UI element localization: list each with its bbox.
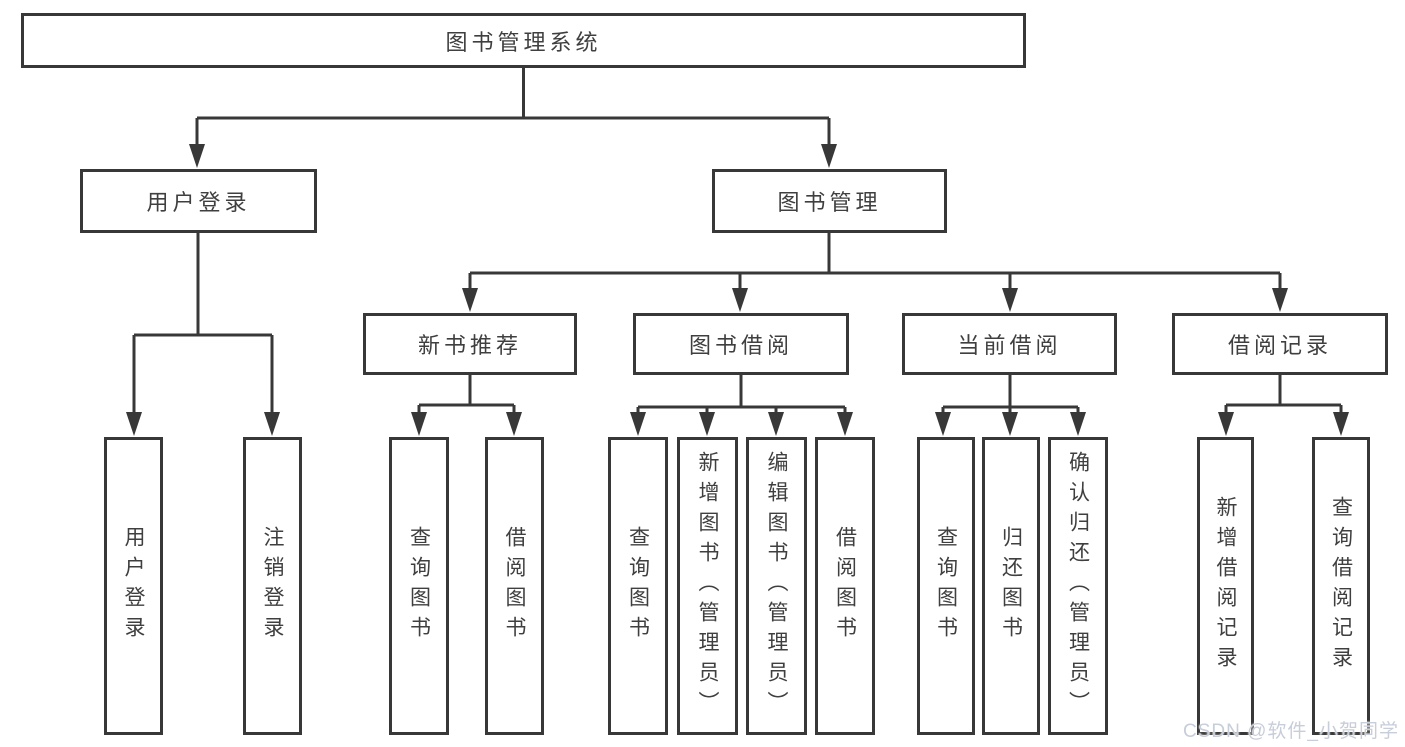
leaf-borrow-books-recommend: 借阅图书: [485, 437, 544, 735]
leaf-confirm-return-admin: 确认归还（管理员）: [1048, 437, 1108, 735]
leaf-logout: 注销登录: [243, 437, 302, 735]
leaf-add-book-admin-label: 新增图书（管理员）: [696, 451, 720, 721]
leaf-query-books-recommend: 查询图书: [389, 437, 449, 735]
leaf-add-borrow-record: 新增借阅记录: [1197, 437, 1254, 735]
leaf-borrow-books: 借阅图书: [815, 437, 875, 735]
leaf-edit-book-admin-label: 编辑图书（管理员）: [765, 451, 789, 721]
leaf-logout-label: 注销登录: [261, 526, 285, 646]
leaf-borrow-books-recommend-label: 借阅图书: [503, 526, 527, 646]
leaf-user-login-label: 用户登录: [122, 526, 146, 646]
leaf-query-books-borrow-label: 查询图书: [626, 526, 650, 646]
leaf-add-book-admin: 新增图书（管理员）: [677, 437, 738, 735]
node-book-management: 图书管理: [712, 169, 947, 233]
node-root-system-label: 图书管理系统: [445, 29, 602, 55]
node-borrow-records: 借阅记录: [1172, 313, 1388, 375]
leaf-query-books-borrow: 查询图书: [608, 437, 668, 735]
node-user-login: 用户登录: [80, 169, 317, 233]
csdn-watermark: CSDN @软件_小贺同学: [1183, 721, 1399, 742]
leaf-query-books-current-label: 查询图书: [934, 526, 958, 646]
node-new-book-recommend-label: 新书推荐: [417, 333, 522, 358]
leaf-query-borrow-record: 查询借阅记录: [1312, 437, 1370, 735]
leaf-confirm-return-admin-label: 确认归还（管理员）: [1066, 451, 1090, 721]
leaf-return-books-label: 归还图书: [999, 526, 1023, 646]
node-new-book-recommend: 新书推荐: [363, 313, 577, 375]
node-root-system: 图书管理系统: [21, 13, 1026, 68]
node-borrow-records-label: 借阅记录: [1227, 333, 1332, 358]
node-book-borrow-label: 图书借阅: [688, 333, 793, 358]
node-user-login-label: 用户登录: [146, 190, 251, 215]
leaf-return-books: 归还图书: [982, 437, 1040, 735]
node-current-borrow: 当前借阅: [902, 313, 1117, 375]
leaf-add-borrow-record-label: 新增借阅记录: [1214, 496, 1238, 676]
leaf-borrow-books-label: 借阅图书: [833, 526, 857, 646]
node-book-borrow: 图书借阅: [633, 313, 849, 375]
leaf-query-books-current: 查询图书: [917, 437, 975, 735]
leaf-edit-book-admin: 编辑图书（管理员）: [746, 437, 807, 735]
node-current-borrow-label: 当前借阅: [957, 333, 1062, 358]
node-book-management-label: 图书管理: [777, 190, 882, 215]
leaf-user-login: 用户登录: [104, 437, 163, 735]
leaf-query-borrow-record-label: 查询借阅记录: [1329, 496, 1353, 676]
leaf-query-books-recommend-label: 查询图书: [407, 526, 431, 646]
